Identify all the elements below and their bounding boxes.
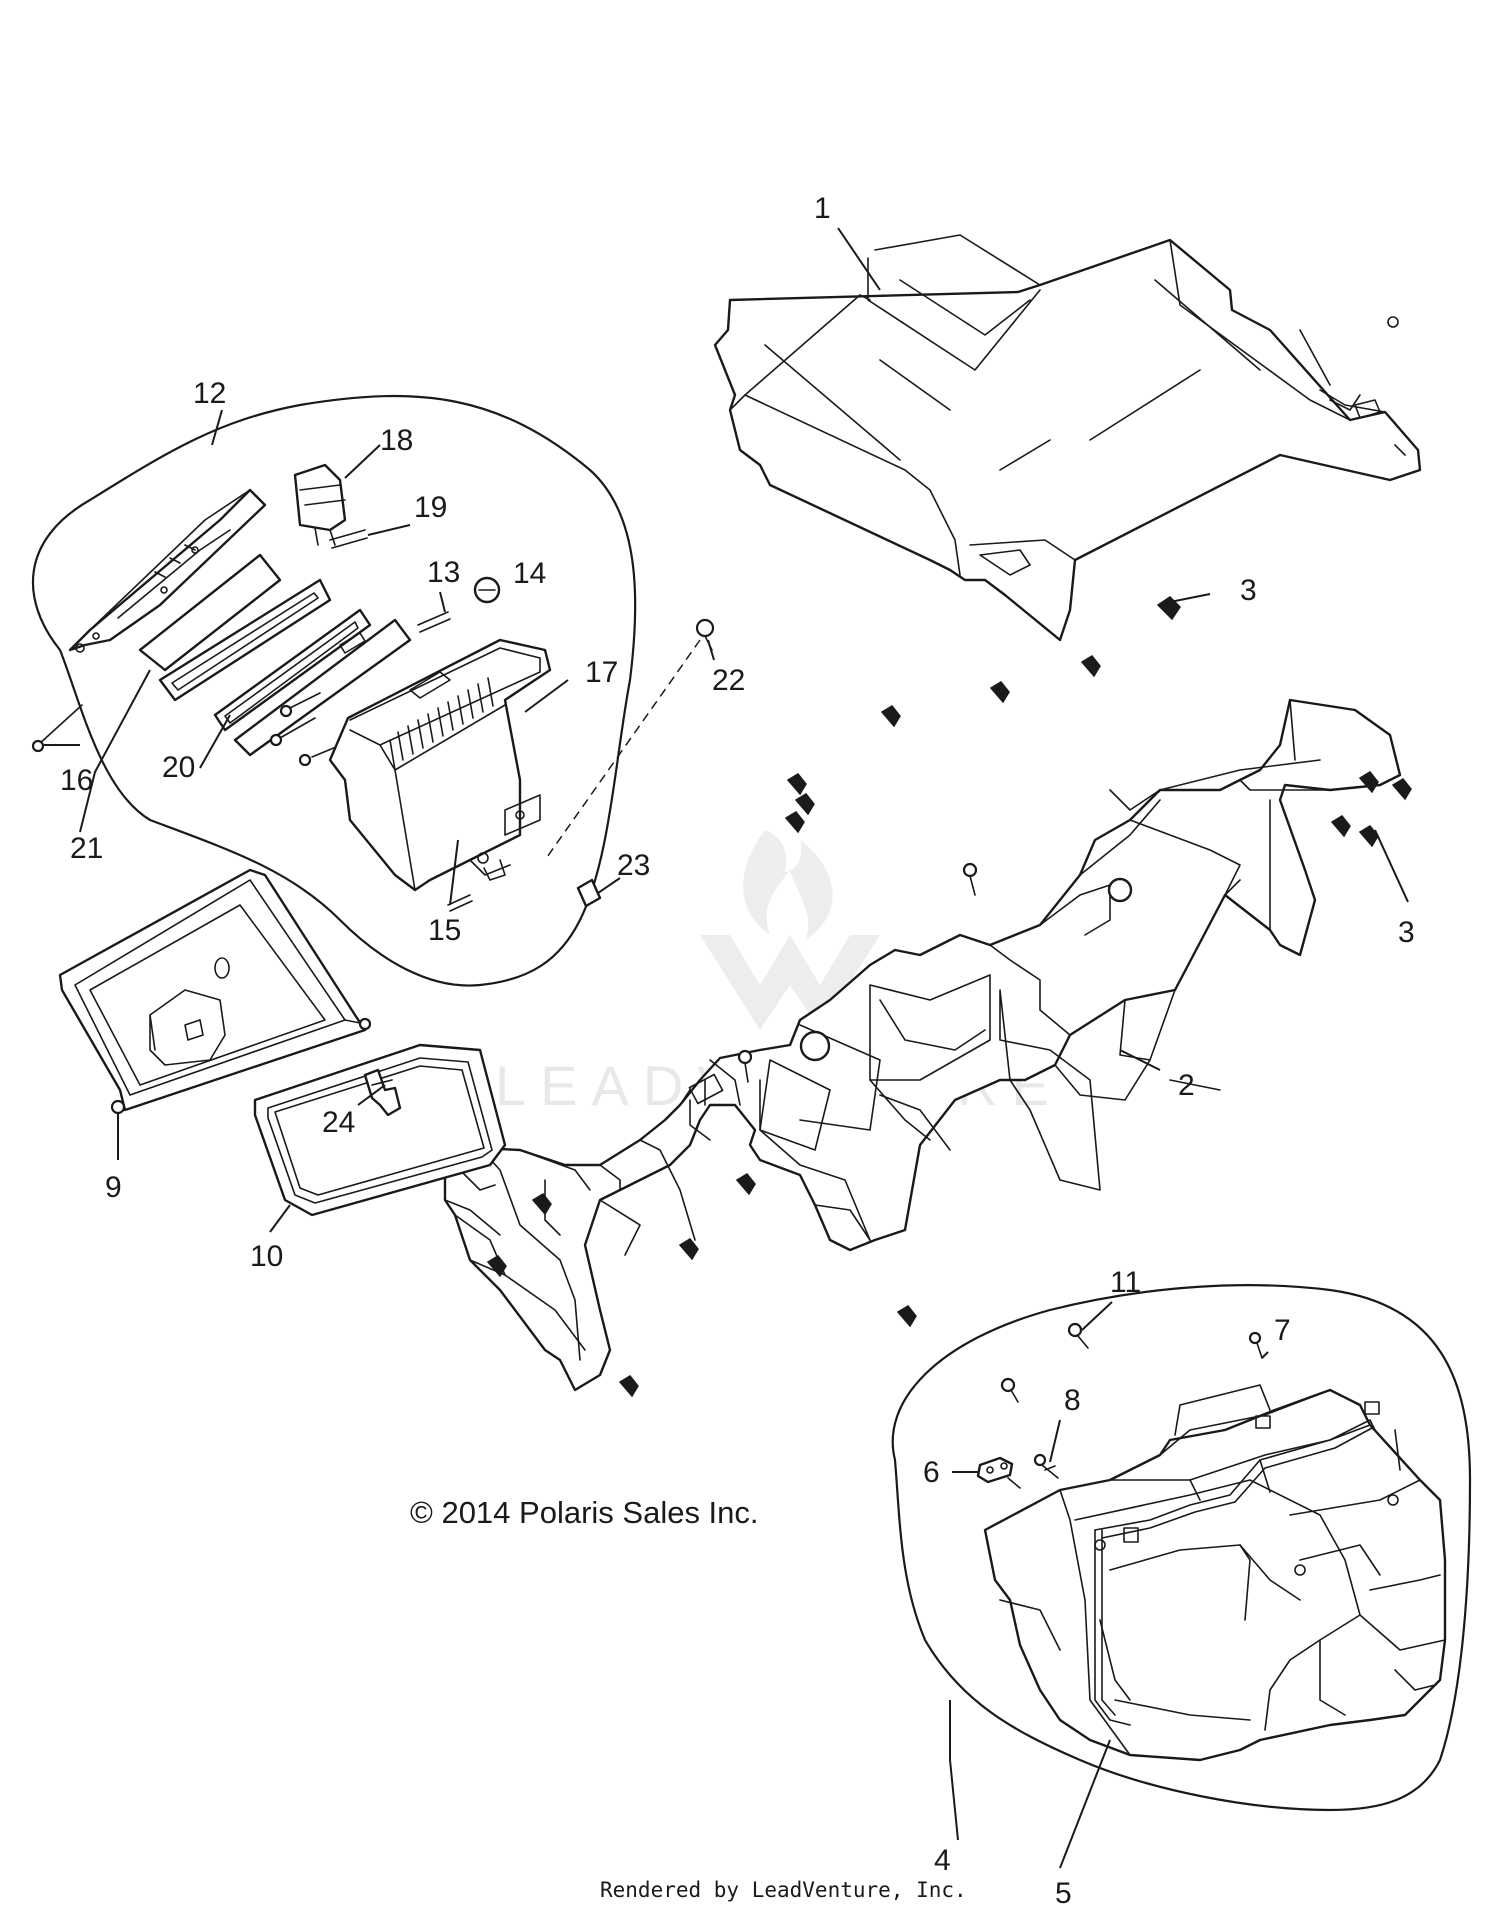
callout-3-top: 3 (1240, 574, 1257, 607)
callout-14: 14 (513, 557, 546, 590)
callout-5: 5 (1055, 1877, 1072, 1910)
callout-8: 8 (1064, 1384, 1081, 1417)
callout-17: 17 (585, 656, 618, 689)
callout-2: 2 (1178, 1069, 1195, 1102)
callout-24: 24 (322, 1106, 355, 1139)
callouts: 1 2 3 3 4 5 6 7 8 9 10 11 12 13 14 15 16… (60, 192, 1415, 1910)
callout-10: 10 (250, 1240, 283, 1273)
fasteners-3 (486, 596, 1412, 1398)
part-24-clip (363, 1068, 402, 1117)
callout-21: 21 (70, 832, 103, 865)
callout-16: 16 (60, 764, 93, 797)
callout-13: 13 (427, 556, 460, 589)
callout-12: 12 (193, 377, 226, 410)
callout-11: 11 (1110, 1266, 1141, 1299)
callout-1: 1 (814, 192, 831, 225)
callout-22: 22 (712, 664, 745, 697)
leader-lines (44, 227, 1409, 1869)
callout-20: 20 (162, 751, 195, 784)
callout-9: 9 (105, 1171, 122, 1204)
callout-6: 6 (923, 1456, 940, 1489)
part-12-cluster-group (31, 394, 637, 987)
part-9-bezel (58, 868, 372, 1115)
part-10-frame (253, 1043, 507, 1217)
small-fasteners-6-7-8-11 (976, 1322, 1263, 1489)
callout-3-right: 3 (1398, 916, 1415, 949)
callout-4: 4 (934, 1844, 951, 1877)
part-22-screw (544, 618, 715, 861)
callout-7: 7 (1274, 1314, 1291, 1347)
rendered-by-footer: Rendered by LeadVenture, Inc. (600, 1878, 967, 1902)
part-2-dash-body (443, 698, 1402, 1392)
part-4-storage-group (891, 1284, 1472, 1812)
callout-18: 18 (380, 424, 413, 457)
part-1-top-cover (713, 234, 1422, 642)
callout-23: 23 (617, 849, 650, 882)
callout-19: 19 (414, 491, 447, 524)
callout-15: 15 (428, 914, 461, 947)
copyright-text: © 2014 Polaris Sales Inc. (410, 1495, 759, 1530)
